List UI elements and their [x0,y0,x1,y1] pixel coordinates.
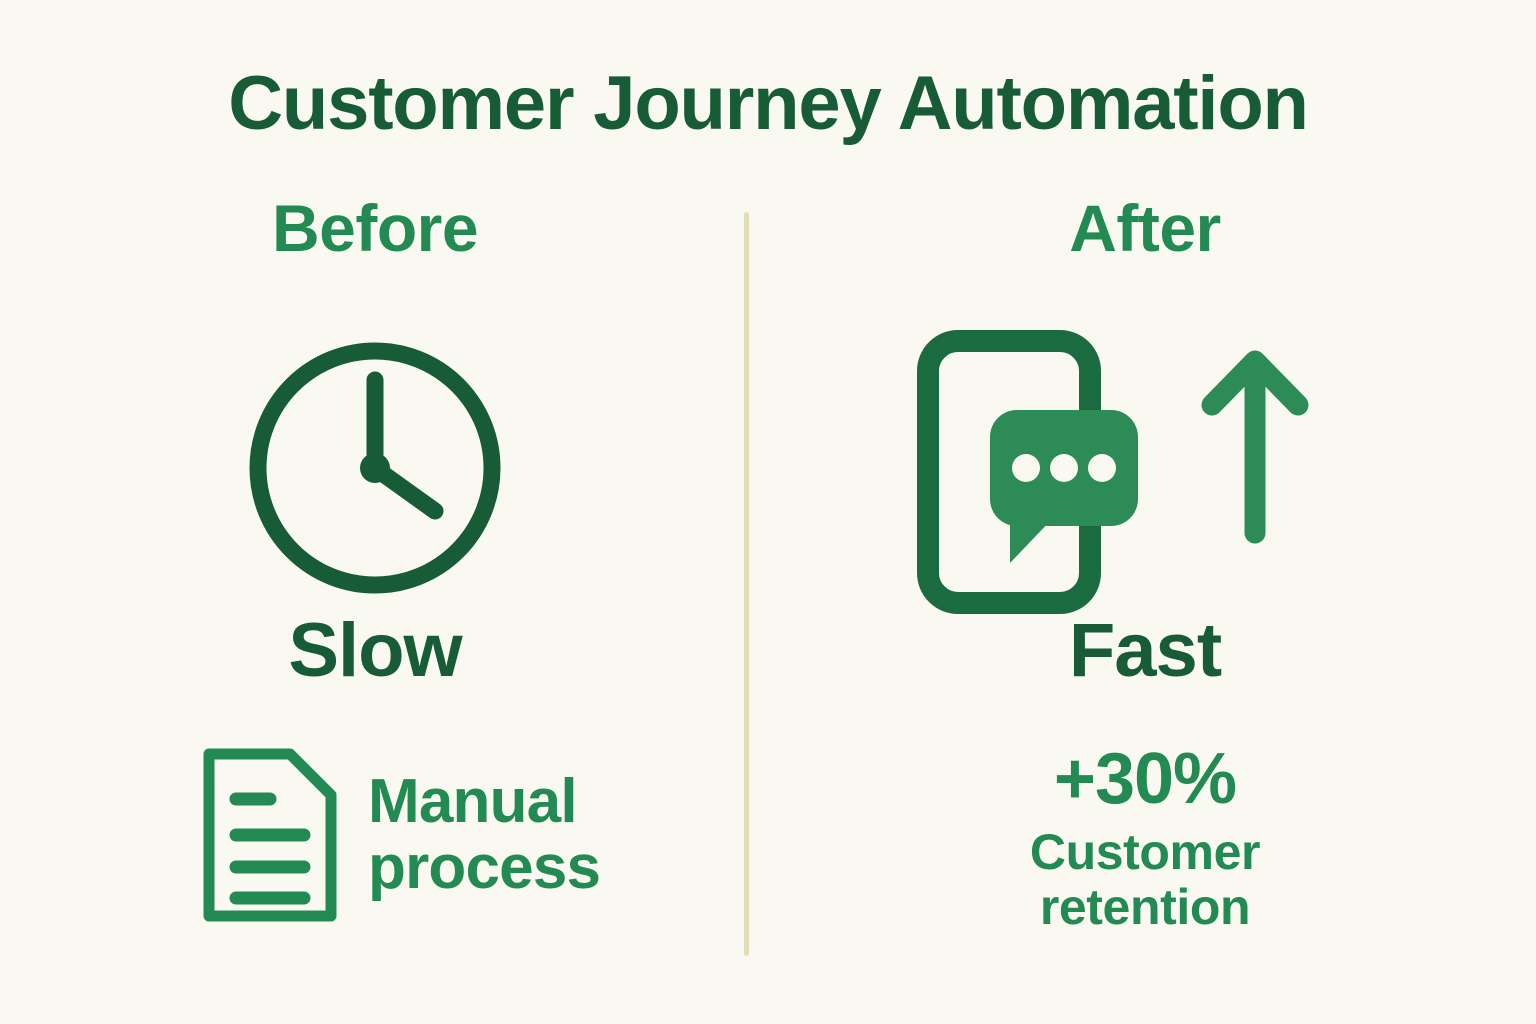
after-column: After [800,195,1490,995]
column-divider [744,212,749,956]
before-heading: Before [271,191,479,265]
retention-stat: +30% [1053,739,1237,819]
chat-bubble-icon [990,410,1138,563]
after-detail-block: +30% Customer retention [800,743,1490,935]
before-column: Before Slow [30,195,720,995]
after-icon-slot [800,323,1490,614]
clock-icon [249,342,501,594]
retention-caption-line-1: Customer [1029,824,1261,880]
mobile-chat-icon [917,330,1309,614]
manual-process-line-1: Manual [368,767,578,837]
before-icon-slot [30,323,720,613]
manual-process-line-2: process [368,833,601,902]
retention-caption-line-2: retention [1039,879,1251,935]
after-status: Fast [1068,608,1222,693]
document-icon-wrap [202,747,338,923]
document-icon [203,748,337,922]
before-detail-block: Manual process [30,725,720,945]
page-title: Customer Journey Automation [228,61,1309,146]
retention-caption: Customer retention [800,825,1490,935]
after-heading: After [1069,191,1221,265]
before-status: Slow [288,608,462,693]
manual-process-label: Manual process [368,767,601,902]
arrow-up-icon [1201,350,1309,544]
